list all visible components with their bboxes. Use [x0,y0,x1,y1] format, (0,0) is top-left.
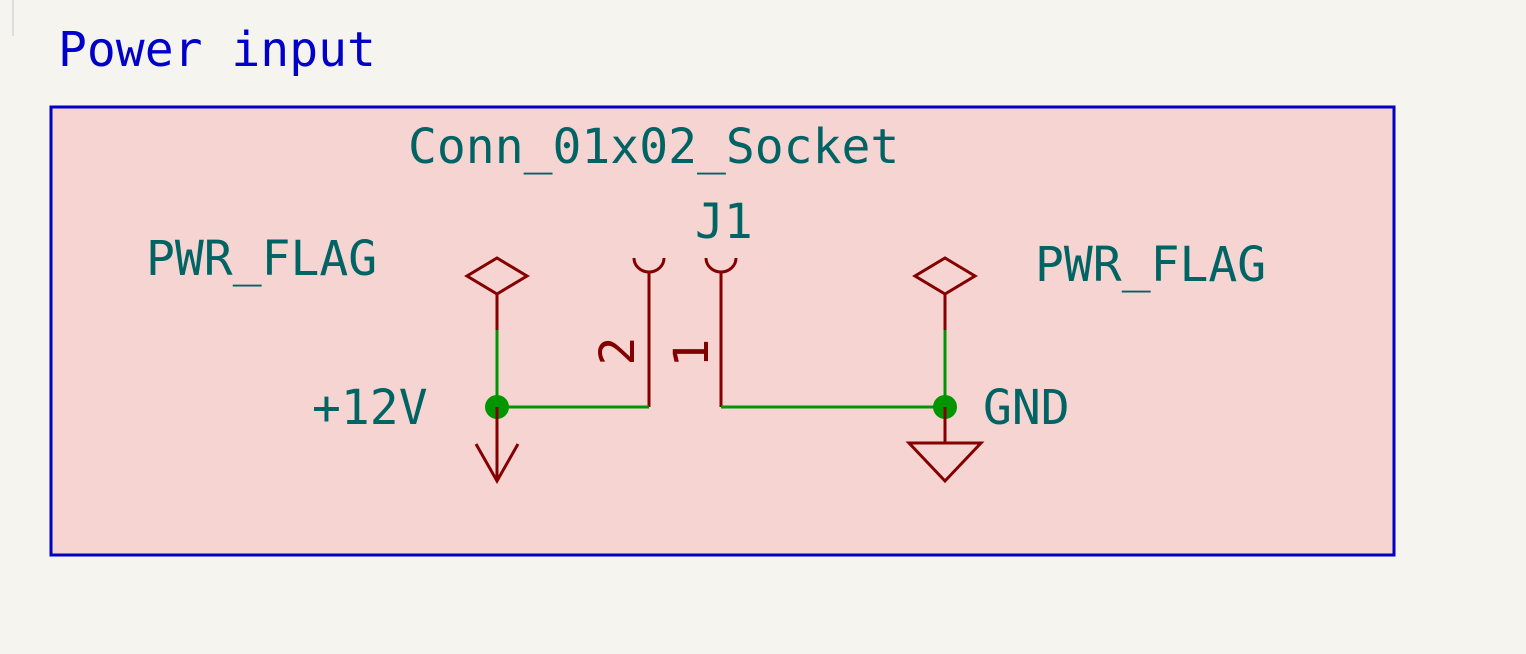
sheet-title: Power input [58,22,376,78]
socket-pin-1-icon [704,257,738,274]
pwr-flag-left-symbol[interactable] [464,256,530,330]
connector-j1-symbol[interactable]: 2 1 [590,257,738,407]
ground-icon[interactable] [905,407,985,484]
pwr-flag-label-right[interactable]: PWR_FLAG [1035,237,1266,293]
connector-reference[interactable]: J1 [695,194,753,250]
power-label-gnd[interactable]: GND [983,380,1070,436]
connector-value[interactable]: Conn_01x02_Socket [408,119,899,175]
wires [495,330,947,409]
pin-1-number: 1 [664,339,720,368]
pwr-flag-label-left[interactable]: PWR_FLAG [146,231,377,287]
power-label-12v[interactable]: +12V [312,380,428,436]
power-12v-arrow-icon[interactable] [474,407,520,485]
pwr-flag-right-symbol[interactable] [912,256,978,330]
socket-pin-2-icon [632,257,666,274]
pin-2-number: 2 [590,337,646,366]
